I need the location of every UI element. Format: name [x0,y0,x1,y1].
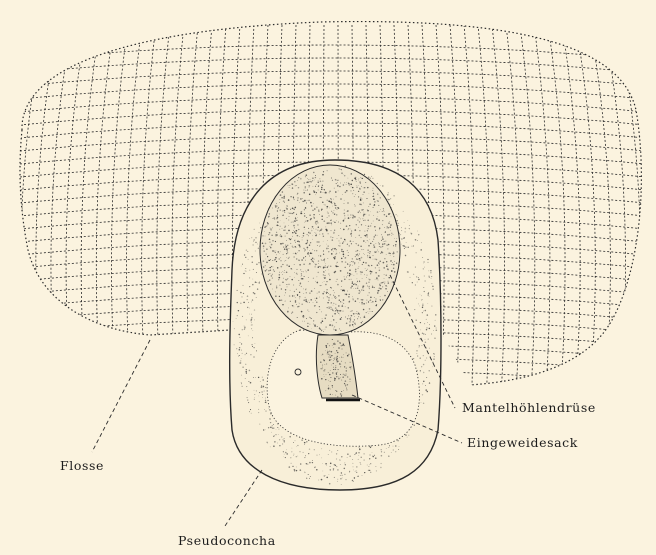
label-eingeweidesack: Eingeweidesack [467,435,578,450]
label-mantelhoehlendruese: Mantelhöhlendrüse [462,400,596,415]
leader-flosse [92,340,150,452]
label-flosse: Flosse [60,458,104,473]
leader-pseudoconcha [225,470,262,526]
label-pseudoconcha: Pseudoconcha [178,533,276,548]
